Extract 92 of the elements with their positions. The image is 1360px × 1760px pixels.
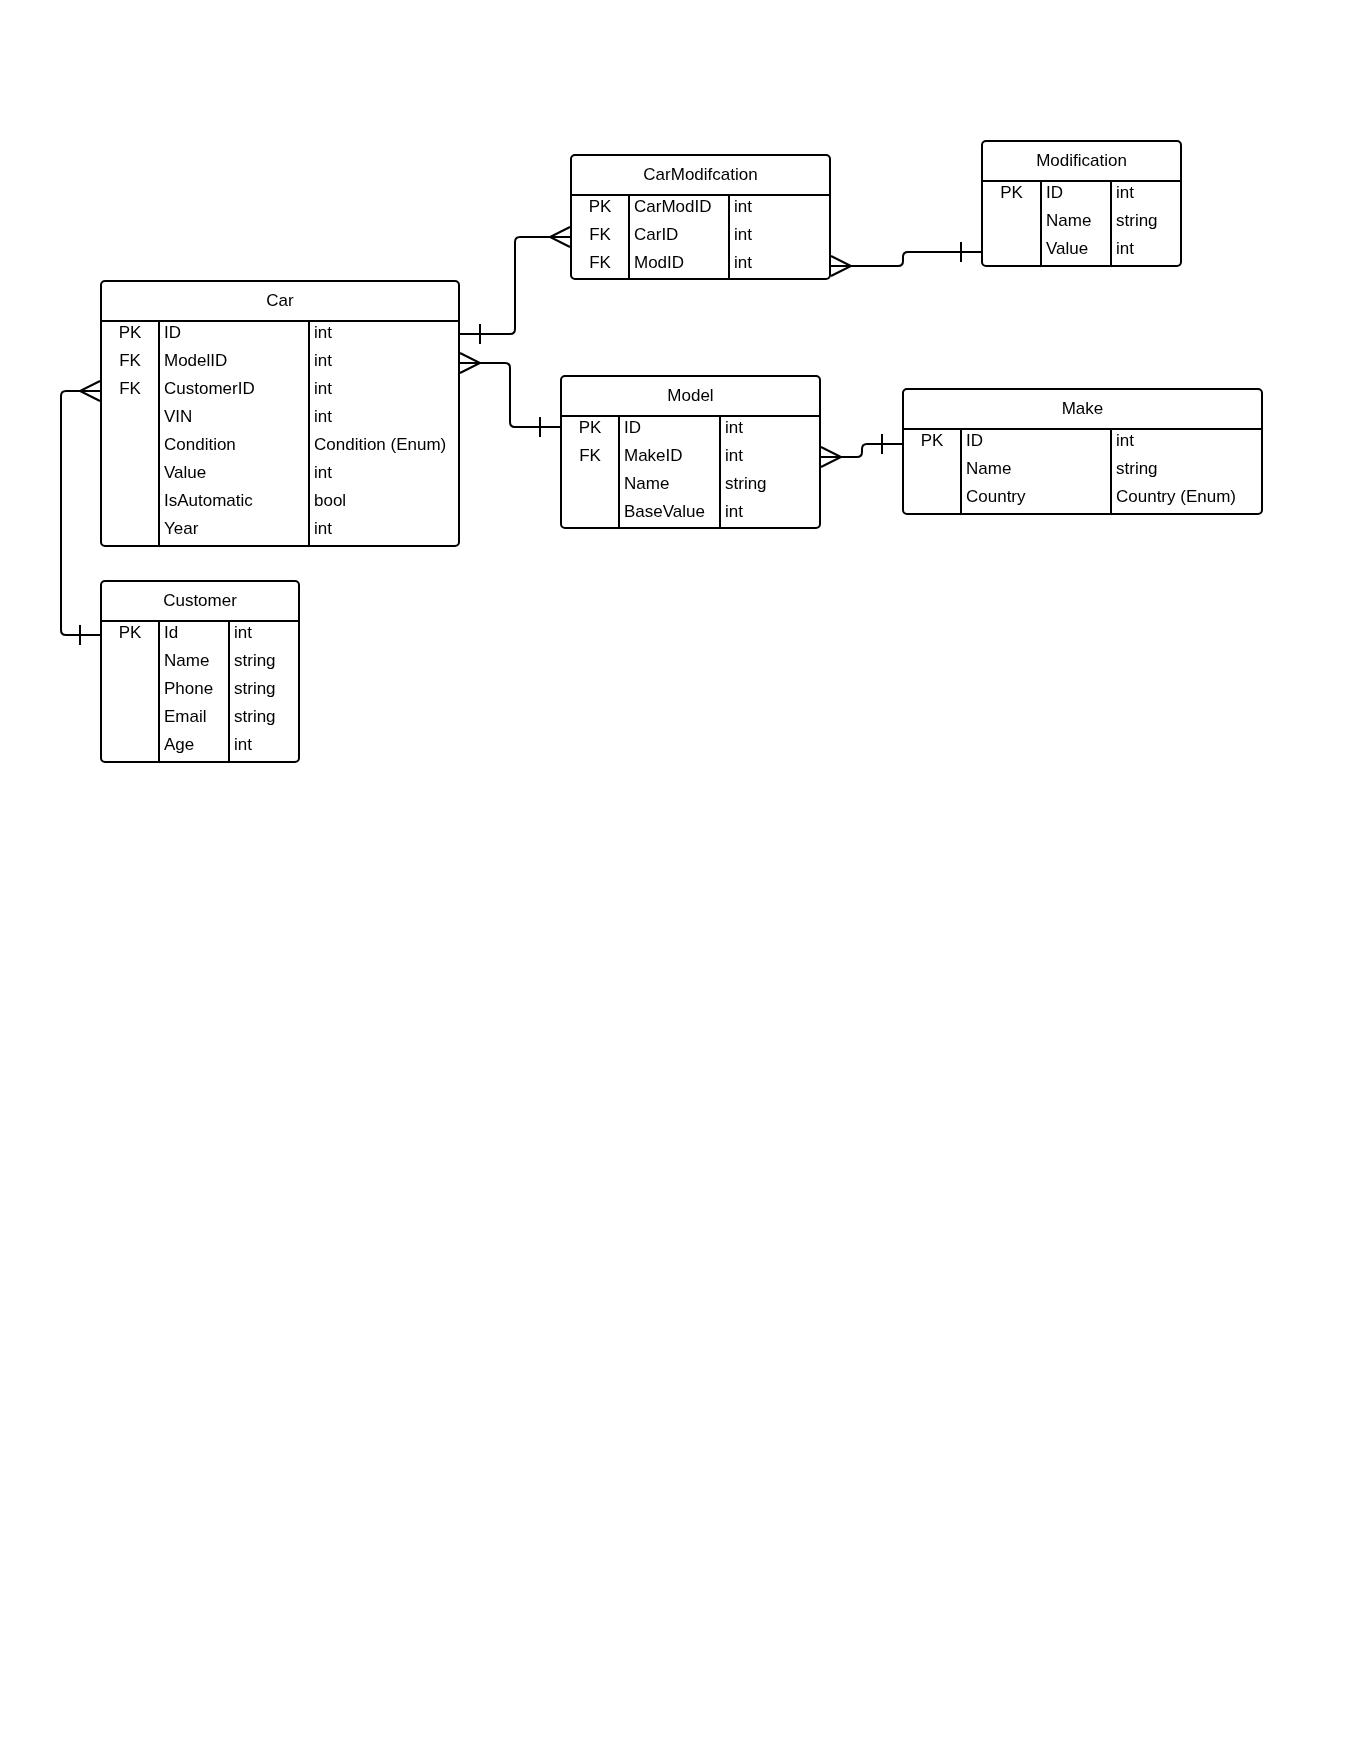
entity-table — [981, 140, 1182, 267]
attribute-name: IsAutomatic — [164, 491, 253, 510]
attribute-name: CarID — [634, 225, 679, 244]
attribute-name: VIN — [164, 407, 193, 426]
attribute-type: string — [234, 679, 276, 698]
attribute-column — [962, 428, 1112, 513]
attribute-name: Name — [164, 651, 210, 670]
attribute-type: int — [314, 351, 332, 370]
attribute-type: string — [234, 651, 276, 670]
attribute-name: ID — [164, 323, 181, 342]
attribute-type: int — [734, 197, 752, 216]
attribute-type: int — [1116, 239, 1134, 258]
key-label: FK — [119, 379, 141, 398]
attribute-type: string — [1116, 459, 1158, 478]
attribute-type: int — [734, 225, 752, 244]
entity-table — [570, 154, 831, 280]
key-label: PK — [118, 323, 142, 342]
relationship-line — [60, 380, 101, 646]
key-label: PK — [920, 431, 944, 450]
attribute-name: ModelID — [164, 351, 228, 370]
attribute-name: Condition — [164, 435, 236, 454]
key-column — [983, 180, 1042, 265]
attribute-column — [1042, 180, 1112, 265]
key-column — [562, 415, 620, 527]
key-label: PK — [118, 623, 142, 642]
attribute-name: CustomerID — [164, 379, 255, 398]
entity-name: Car — [266, 291, 294, 311]
attribute-name: Age — [164, 735, 195, 754]
key-label: PK — [588, 197, 612, 216]
entity-table — [560, 375, 821, 529]
attribute-name: Name — [966, 459, 1012, 478]
attribute-type: int — [314, 323, 332, 342]
attribute-type: Condition (Enum) — [314, 435, 447, 454]
attribute-name: ID — [1046, 183, 1063, 202]
attribute-type: string — [234, 707, 276, 726]
attribute-column — [160, 320, 310, 545]
attribute-name: ID — [966, 431, 983, 450]
attribute-type: string — [725, 474, 767, 493]
key-label: FK — [119, 351, 141, 370]
attribute-type: int — [234, 623, 252, 642]
attribute-column — [160, 620, 230, 761]
attribute-name: MakeID — [624, 446, 683, 465]
attribute-name: Id — [164, 623, 179, 642]
attribute-type: int — [725, 502, 743, 521]
attribute-name: Email — [164, 707, 207, 726]
attribute-type: int — [725, 418, 743, 437]
attribute-type: int — [725, 446, 743, 465]
attribute-name: Value — [164, 463, 207, 482]
key-column — [904, 428, 962, 513]
attribute-type: int — [1116, 183, 1134, 202]
relationship-line — [459, 352, 561, 438]
attribute-column — [630, 194, 730, 278]
attribute-type: string — [1116, 211, 1158, 230]
key-label: PK — [578, 418, 602, 437]
attribute-type: int — [314, 463, 332, 482]
attribute-name: Name — [624, 474, 670, 493]
attribute-type: int — [234, 735, 252, 754]
attribute-name: CarModID — [634, 197, 712, 216]
key-label: FK — [579, 446, 601, 465]
attribute-name: ID — [624, 418, 641, 437]
relationship-line — [459, 226, 571, 345]
attribute-type: Country (Enum) — [1116, 487, 1236, 506]
entity-name: Modification — [1036, 151, 1127, 171]
attribute-type: bool — [314, 491, 347, 510]
attribute-name: Phone — [164, 679, 214, 698]
attribute-name: BaseValue — [624, 502, 705, 521]
attribute-name: Value — [1046, 239, 1089, 258]
attribute-type: int — [314, 519, 332, 538]
relationship-line — [820, 433, 903, 468]
entity-name: Make — [1061, 399, 1104, 419]
entity-name: CarModifcation — [643, 165, 758, 185]
entity-name: Customer — [163, 591, 237, 611]
entity-table — [100, 280, 460, 547]
key-column — [572, 194, 630, 278]
key-column — [102, 620, 160, 761]
key-label: PK — [1000, 183, 1023, 202]
key-label: FK — [589, 225, 611, 244]
attribute-type: int — [1116, 431, 1134, 450]
entity-table — [902, 388, 1263, 515]
attribute-name: ModID — [634, 253, 685, 272]
attribute-type: int — [734, 253, 752, 272]
attribute-name: Country — [966, 487, 1026, 506]
relationship-line — [830, 241, 982, 277]
attribute-type: int — [314, 407, 332, 426]
attribute-column — [620, 415, 721, 527]
attribute-name: Name — [1046, 211, 1092, 230]
attribute-name: Year — [164, 519, 199, 538]
entity-name: Model — [667, 386, 714, 406]
key-column — [102, 320, 160, 545]
attribute-type: int — [314, 379, 332, 398]
entity-table — [100, 580, 300, 763]
key-label: FK — [589, 253, 611, 272]
